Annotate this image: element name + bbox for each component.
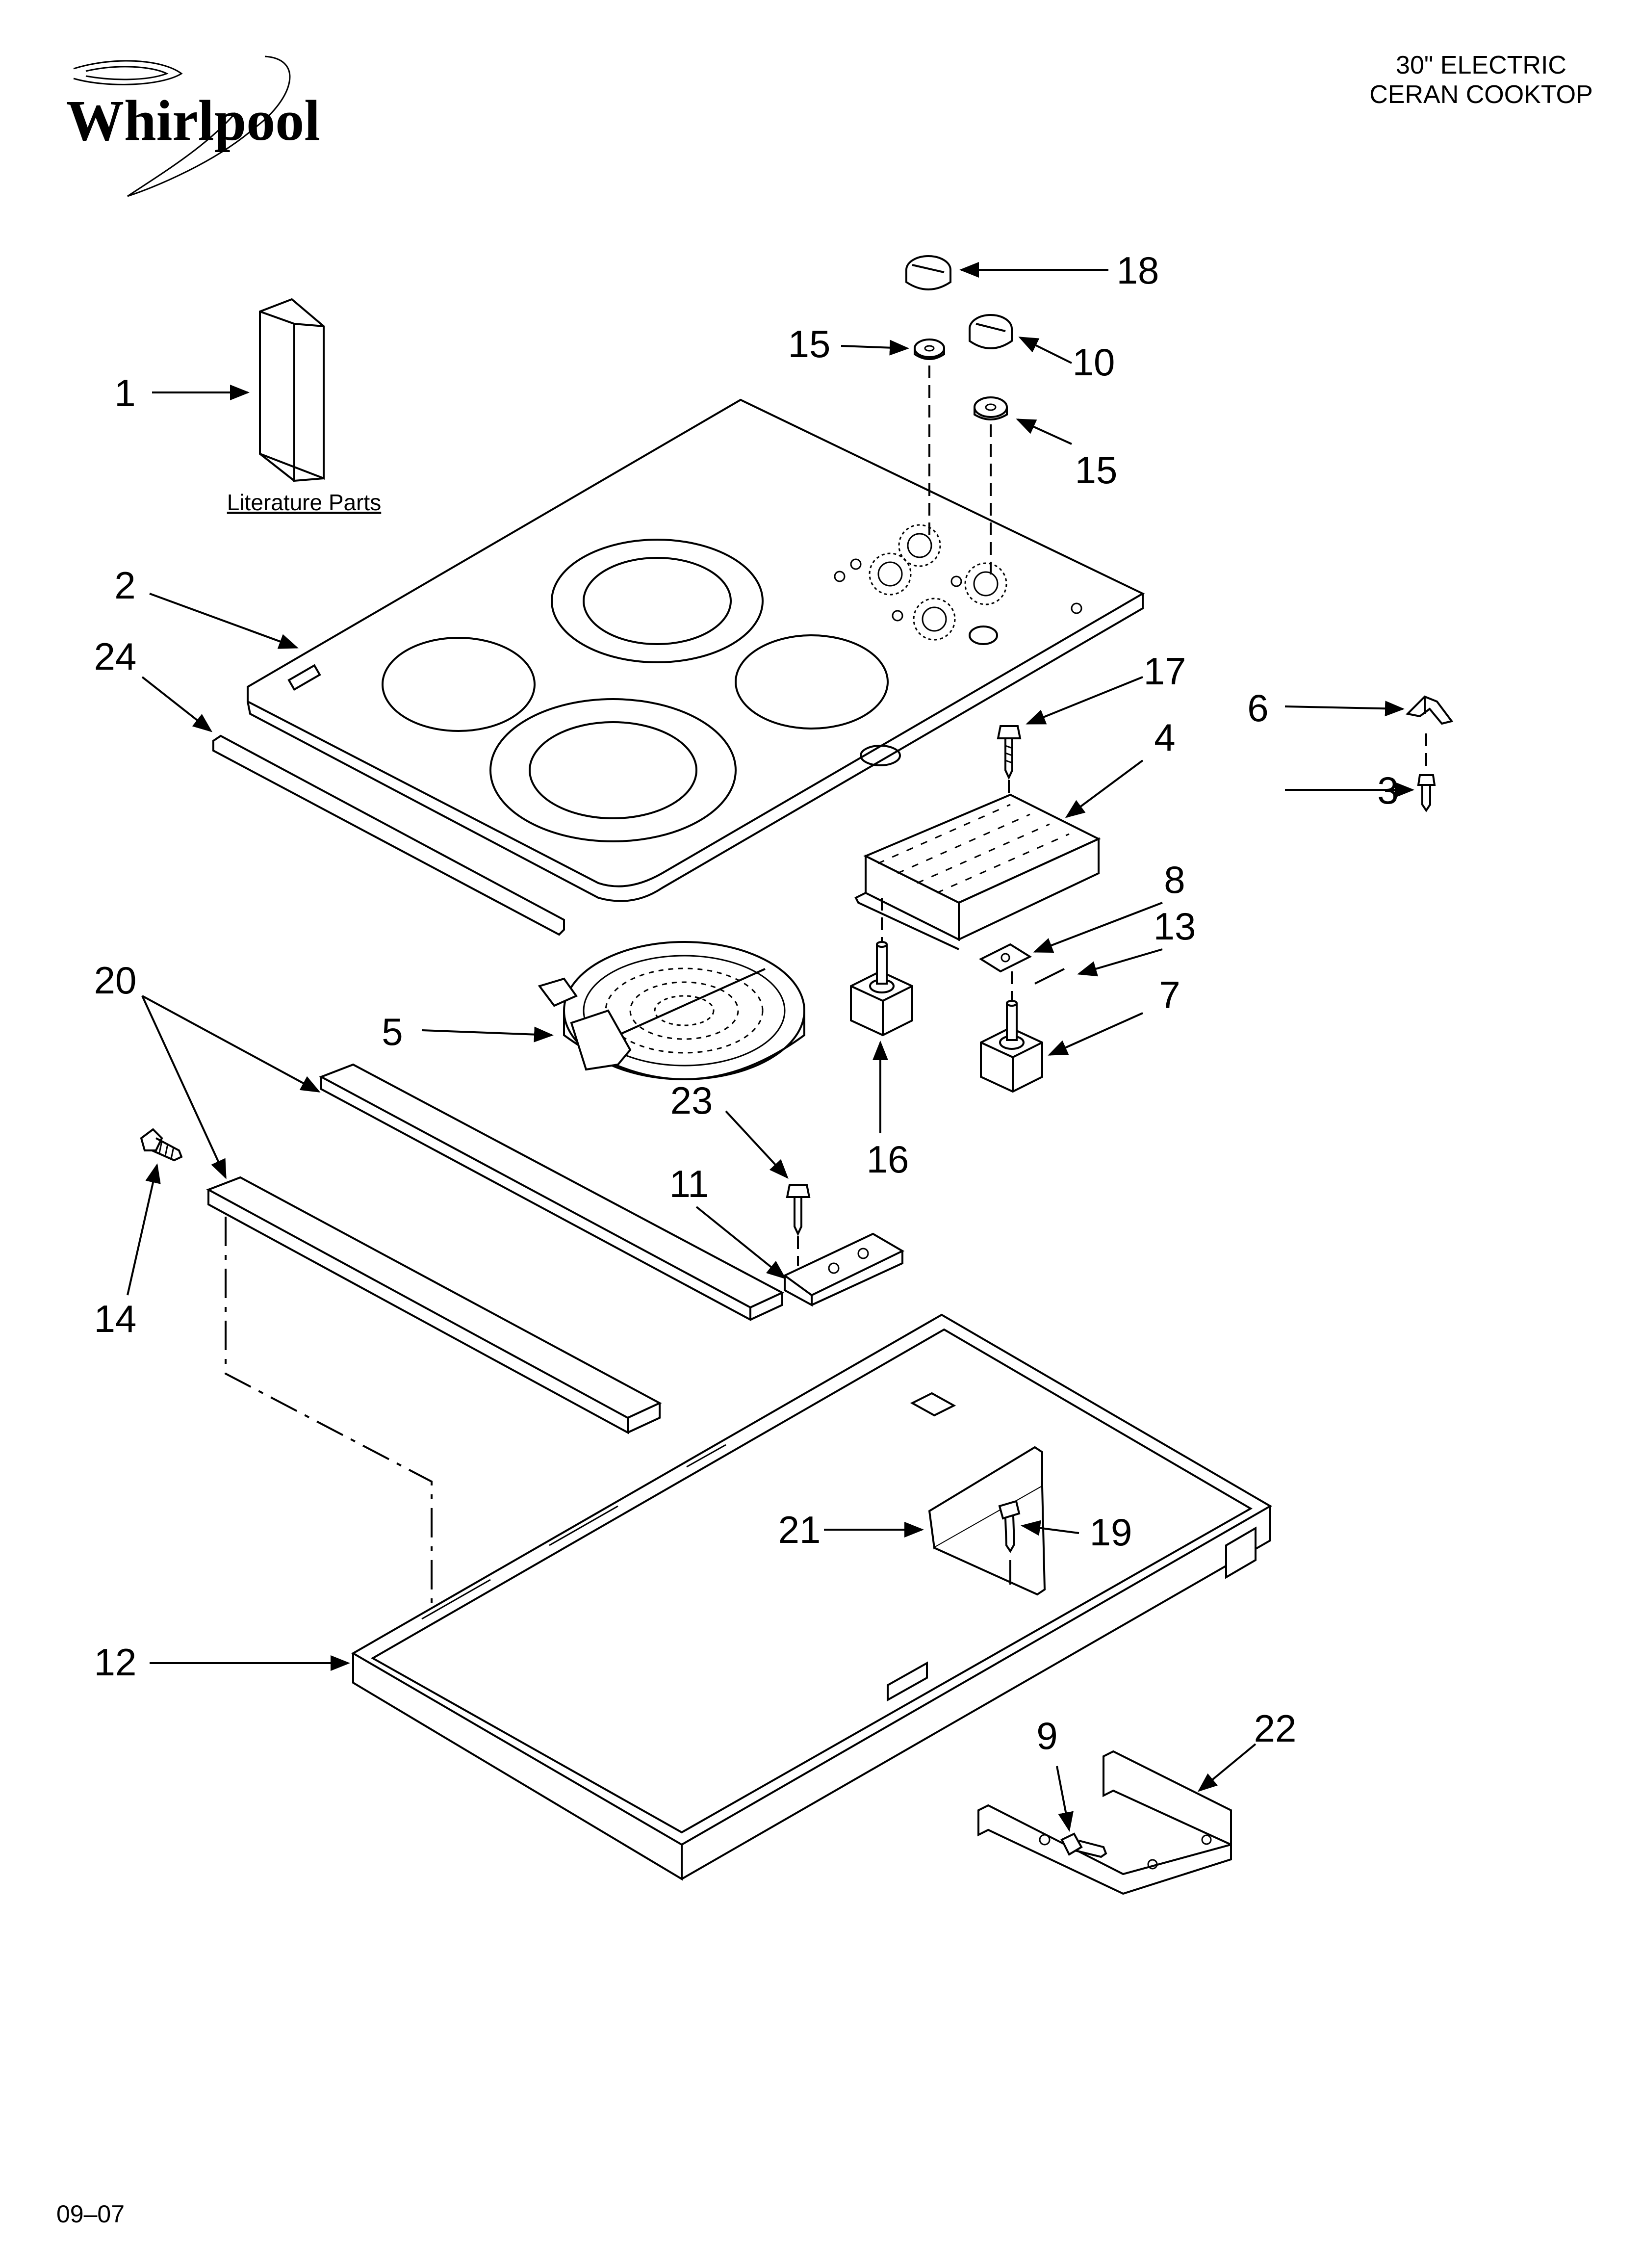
rail-attach-path: [225, 1217, 433, 1609]
part-spacer-15b: [974, 396, 1008, 420]
part-bracket-22: [977, 1750, 1232, 1895]
diagram-title-line2: CERAN COOKTOP: [1369, 80, 1593, 109]
part-side-rail-lower: [206, 1176, 662, 1434]
part-switch-16: [850, 941, 913, 1037]
part-screw-3: [1417, 774, 1436, 812]
leader-lines: [127, 262, 1414, 1832]
diagram-title-line1: 30" ELECTRIC: [1396, 51, 1566, 79]
callout-22: 22: [1254, 1707, 1297, 1750]
part-control-knob-10: [969, 314, 1013, 349]
part-screw-17: [997, 725, 1022, 780]
part-trim-strip: [212, 734, 565, 936]
callout-9: 9: [1036, 1714, 1057, 1757]
logo-wordmark: Whirlpool: [66, 88, 320, 153]
callout-2: 2: [114, 564, 135, 607]
callout-21: 21: [778, 1508, 821, 1551]
callout-5: 5: [382, 1010, 403, 1053]
part-spacer-15a: [914, 339, 945, 360]
callout-8: 8: [1164, 858, 1185, 901]
part-radiant-element: [538, 941, 805, 1080]
callout-13: 13: [1154, 905, 1196, 948]
callout-7: 7: [1159, 973, 1180, 1017]
callout-23: 23: [670, 1079, 713, 1122]
whirlpool-logo: Whirlpool: [66, 55, 320, 197]
callout-4: 4: [1154, 716, 1175, 759]
part-screw-9: [1060, 1832, 1107, 1858]
part-literature: [259, 298, 325, 482]
callout-6: 6: [1247, 686, 1268, 730]
callout-10: 10: [1073, 340, 1115, 384]
part-base-pan: [351, 1313, 1272, 1881]
part-screw-23: [786, 1184, 811, 1236]
part-control-knob-18: [905, 255, 951, 290]
callout-24: 24: [94, 635, 137, 678]
control-knob-markings: [834, 524, 1082, 645]
callout-3: 3: [1377, 769, 1398, 812]
part-bracket-11: [783, 1232, 905, 1307]
part-plate-8: [978, 943, 1032, 973]
part-cooktop-glass: [247, 398, 1145, 902]
callout-14: 14: [94, 1297, 137, 1340]
callout-1: 1: [114, 371, 135, 415]
callout-11: 11: [669, 1162, 709, 1205]
callout-labels: 1 2 3 4 5 6 7 8 9 10 11 12 13 14 15 15 1…: [94, 249, 1399, 1757]
callout-15-lower: 15: [1075, 448, 1118, 492]
part-switch-7: [980, 1000, 1043, 1093]
part-side-rail-upper: [319, 1063, 785, 1322]
part-screw-19: [998, 1500, 1021, 1553]
callout-20: 20: [94, 959, 137, 1002]
callout-16: 16: [867, 1138, 909, 1181]
callout-12: 12: [94, 1641, 137, 1684]
part-wire-13: [1034, 968, 1065, 985]
literature-parts-label: Literature Parts: [227, 490, 381, 515]
part-screw-14: [140, 1128, 183, 1162]
callout-15-upper: 15: [788, 322, 831, 365]
date-code: 09–07: [56, 2200, 125, 2228]
part-switch-block: [854, 793, 1101, 950]
callout-18: 18: [1117, 249, 1159, 292]
callout-17: 17: [1144, 650, 1186, 693]
callout-19: 19: [1090, 1511, 1132, 1554]
part-clip-6: [1405, 695, 1454, 725]
